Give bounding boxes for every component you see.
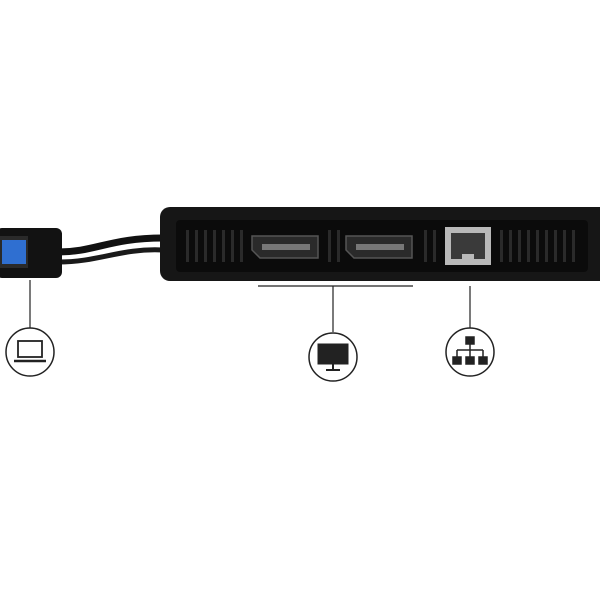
displayport-icon <box>246 228 324 266</box>
vent-slit <box>186 230 189 262</box>
vent-slit <box>572 230 575 262</box>
displayport-icon <box>340 228 418 266</box>
vent-slit <box>527 230 530 262</box>
vent-slit <box>518 230 521 262</box>
callout-lines <box>29 280 471 332</box>
vent-slit <box>545 230 548 262</box>
vent-slit <box>424 230 427 262</box>
vent-slit <box>204 230 207 262</box>
vent-slit <box>328 230 331 262</box>
vent-slit <box>500 230 503 262</box>
vent-slit <box>536 230 539 262</box>
vent-slit <box>433 230 436 262</box>
vent-slit <box>509 230 512 262</box>
usb-a-plug-icon <box>0 228 62 278</box>
network-icon <box>445 327 495 377</box>
vent-slit <box>554 230 557 262</box>
vent-slit <box>563 230 566 262</box>
vent-slit <box>240 230 243 262</box>
laptop-icon <box>5 327 55 377</box>
vent-slit <box>231 230 234 262</box>
ethernet-port-icon <box>445 227 491 265</box>
vent-slit <box>337 230 340 262</box>
vent-slit <box>213 230 216 262</box>
usb-cable <box>57 234 164 256</box>
vent-slit <box>222 230 225 262</box>
vent-slit <box>195 230 198 262</box>
monitor-icon <box>308 332 358 382</box>
